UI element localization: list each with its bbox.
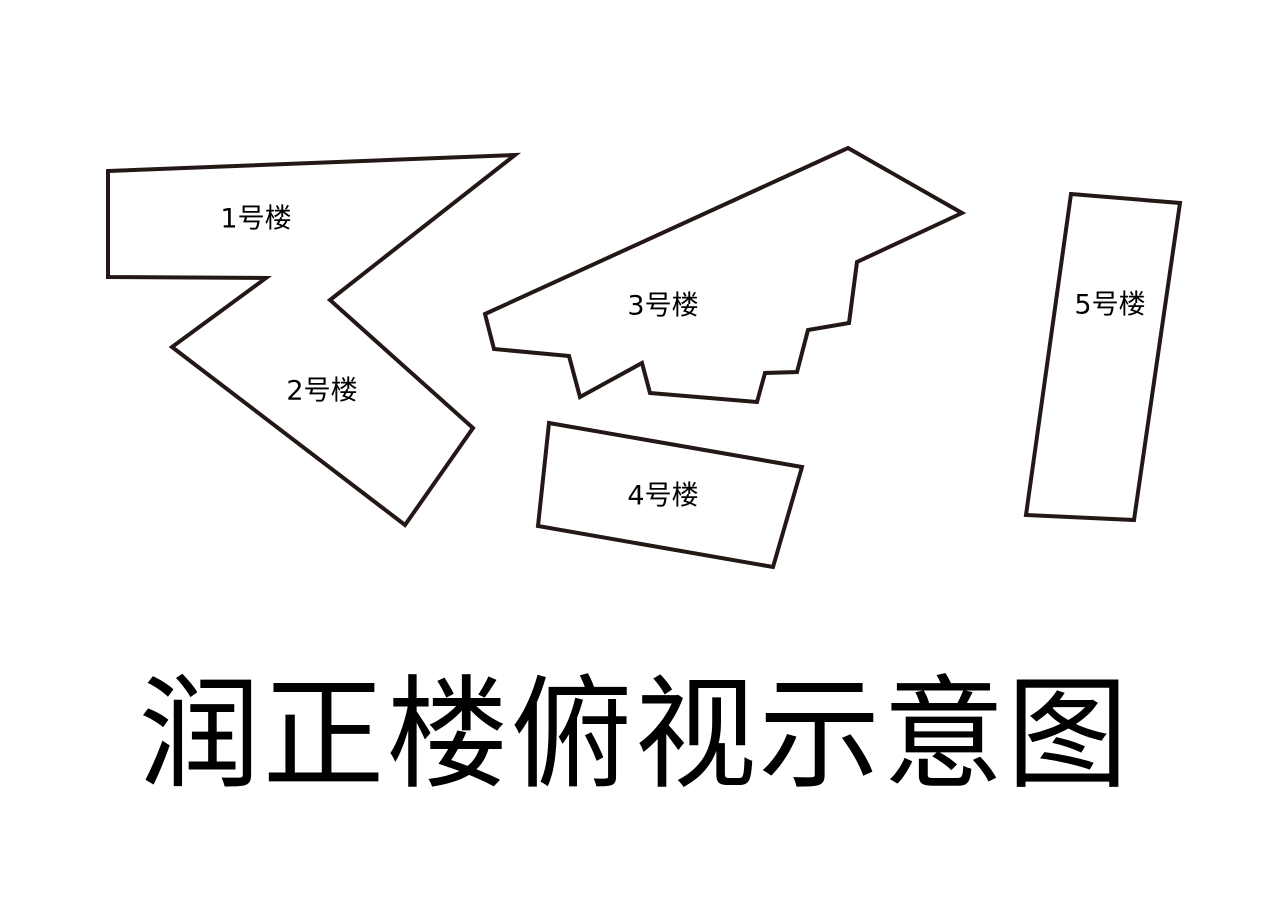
building-3-outline (482, 145, 967, 405)
building-label-3: 3号楼 (627, 291, 698, 322)
building-label-4: 4号楼 (627, 481, 698, 512)
building-label-2: 2号楼 (286, 376, 357, 407)
building-label-5: 5号楼 (1074, 290, 1145, 321)
building-1-2-outline (106, 152, 522, 528)
building-label-1: 1号楼 (220, 204, 291, 235)
page-title: 润正楼俯视示意图 (138, 664, 1131, 806)
building-4-outline (535, 420, 805, 570)
building-5-outline (1023, 191, 1183, 523)
